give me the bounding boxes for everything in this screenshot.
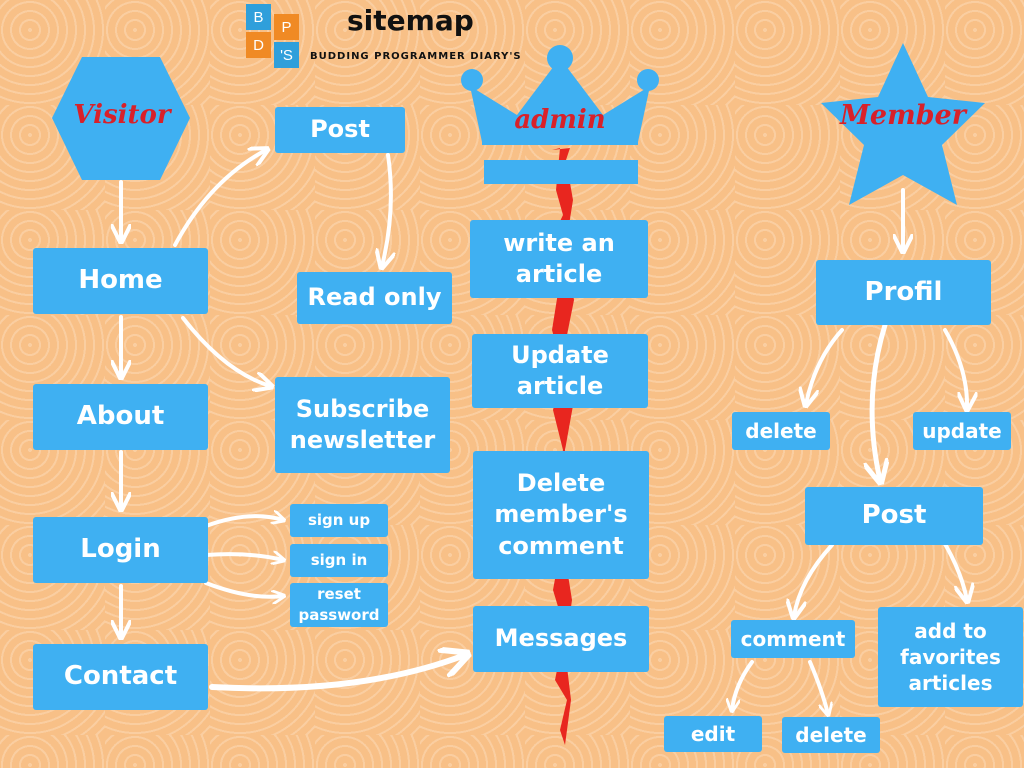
crown-icon — [461, 45, 659, 184]
node-home: Home — [33, 248, 208, 314]
node-add-favorites: add to favorites articles — [878, 607, 1023, 707]
node-comment-edit: edit — [664, 716, 762, 752]
star-icon — [821, 43, 985, 205]
node-messages: Messages — [473, 606, 649, 672]
logo-cell-p: P — [274, 14, 299, 40]
member-label: Member — [840, 100, 966, 131]
logo-cell-d: D — [246, 32, 271, 58]
logo-cell-s: 'S — [274, 42, 299, 68]
node-subscribe-newsletter: Subscribe newsletter — [275, 377, 450, 473]
node-sign-in: sign in — [290, 544, 388, 577]
node-member-post: Post — [805, 487, 983, 545]
visitor-hexagon — [52, 57, 190, 180]
node-profil-delete: delete — [732, 412, 830, 450]
visitor-label: Visitor — [73, 100, 171, 130]
node-reset-password: reset password — [290, 583, 388, 627]
node-comment: comment — [731, 620, 855, 658]
logo-cell-b: B — [246, 4, 271, 30]
node-delete-member-comment: Delete member's comment — [473, 451, 649, 579]
node-login: Login — [33, 517, 208, 583]
node-profil: Profil — [816, 260, 991, 325]
node-update-article: Update article — [472, 334, 648, 408]
node-comment-delete: delete — [782, 717, 880, 753]
admin-label: admin — [514, 105, 606, 135]
node-post: Post — [275, 107, 405, 153]
node-read-only: Read only — [297, 272, 452, 324]
page-subtitle: BUDDING PROGRAMMER DIARY'S — [310, 51, 522, 62]
node-contact: Contact — [33, 644, 208, 710]
node-sign-up: sign up — [290, 504, 388, 537]
node-about: About — [33, 384, 208, 450]
node-profil-update: update — [913, 412, 1011, 450]
node-write-article: write an article — [470, 220, 648, 298]
page-title: sitemap — [347, 4, 474, 37]
